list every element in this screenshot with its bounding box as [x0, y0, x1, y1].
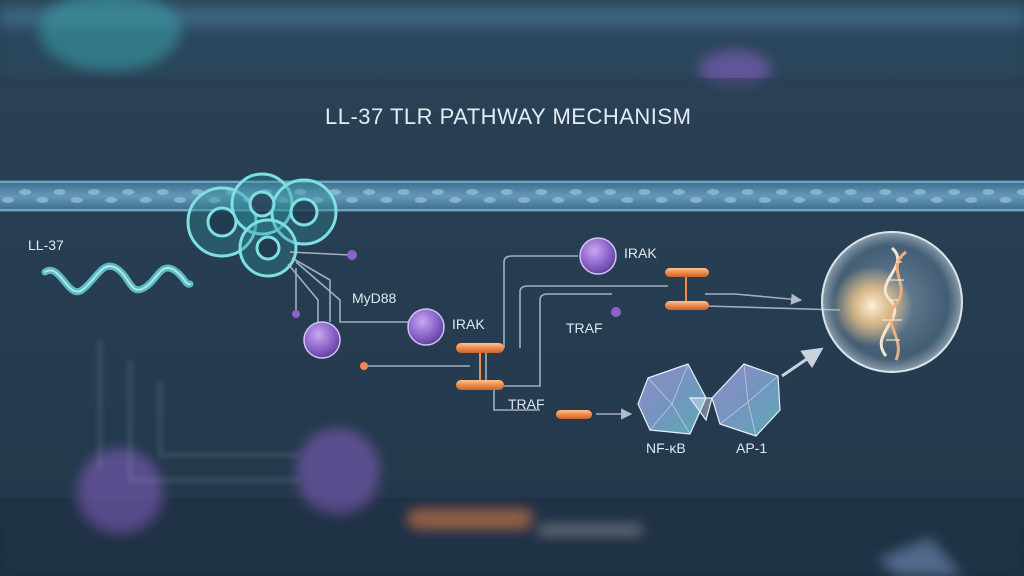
membrane-lipid	[2, 197, 14, 203]
membrane-lipid	[724, 197, 737, 203]
arrow-to-nucleus	[781, 347, 824, 378]
label-nfkb: NF-κB	[646, 440, 686, 456]
label-irak-upper: IRAK	[624, 245, 657, 261]
membrane-lipid	[380, 197, 393, 203]
membrane-lipid	[294, 189, 307, 195]
membrane-lipid	[965, 197, 978, 203]
membrane-lipid	[535, 189, 548, 195]
membrane-lipid	[879, 189, 892, 195]
membrane-lipid	[552, 197, 565, 203]
kinase-bar-2	[456, 380, 504, 390]
membrane-lipid	[277, 197, 290, 203]
dna-strand-2	[889, 250, 907, 361]
blurred-bottom-band	[0, 428, 1024, 576]
membrane-lipid	[604, 189, 616, 195]
label-traf-lower: TRAF	[508, 396, 545, 412]
irak-molecule-lower	[407, 308, 445, 346]
membrane-lipid	[862, 197, 874, 203]
small-node-1	[347, 250, 357, 260]
membrane-lipid	[690, 197, 702, 203]
membrane-lipid	[621, 197, 634, 203]
membrane-lipid	[1016, 189, 1024, 195]
kinase-bar-4	[665, 301, 709, 310]
membrane-lipid	[999, 197, 1012, 203]
membrane-lipid	[741, 189, 754, 195]
label-traf-mid: TRAF	[566, 320, 603, 336]
pathway-connectors	[365, 255, 841, 420]
label-myd88: MyD88	[352, 290, 397, 306]
membrane-lipid	[70, 197, 83, 203]
receptor-connectors	[287, 251, 420, 330]
complex-facets	[647, 363, 779, 437]
membrane-lipid	[586, 197, 599, 203]
membrane-lipid	[53, 189, 66, 195]
nucleus	[821, 231, 963, 373]
small-node-2	[292, 310, 300, 318]
membrane-lipid	[948, 189, 960, 195]
membrane-lipid	[397, 189, 410, 195]
myd88-molecule	[303, 321, 341, 359]
small-node-4	[611, 307, 621, 317]
membrane-lipid	[139, 197, 152, 203]
membrane-lipid	[776, 189, 788, 195]
membrane-lipid	[500, 189, 513, 195]
membrane-lipid	[793, 197, 806, 203]
membrane-lipid	[655, 197, 668, 203]
membrane-lipid	[483, 197, 496, 203]
membrane-lipid	[208, 197, 221, 203]
membrane-lipid	[432, 189, 444, 195]
ll37-helix-highlight	[44, 265, 191, 293]
membrane-lipid	[449, 197, 462, 203]
cell-membrane	[0, 180, 1024, 212]
diagram-title: LL-37 TLR PATHWAY MECHANISM	[325, 104, 692, 129]
kinase-bar-3	[665, 268, 709, 277]
membrane-lipid	[122, 189, 135, 195]
blurred-lower-left-lines	[99, 340, 300, 481]
membrane-lipid	[36, 197, 49, 203]
membrane-lipid	[414, 197, 427, 203]
membrane-lipid	[363, 189, 376, 195]
membrane-lipid	[707, 189, 720, 195]
membrane-lipid	[569, 189, 582, 195]
blurred-top-band	[0, 0, 1024, 88]
label-ap1: AP-1	[736, 440, 768, 456]
membrane-lipid	[896, 197, 909, 203]
membrane-lipid	[466, 189, 479, 195]
label-irak-lower: IRAK	[452, 316, 485, 332]
kinase-bar-5	[556, 410, 592, 419]
irak-molecule-upper	[579, 237, 617, 275]
tlr-receptor	[186, 172, 338, 278]
membrane-lipid	[311, 197, 324, 203]
membrane-lipid	[174, 197, 186, 203]
membrane-lipid	[518, 197, 530, 203]
membrane-lipid	[913, 189, 926, 195]
membrane-lipid	[758, 197, 771, 203]
membrane-lipid	[930, 197, 943, 203]
membrane-lipid	[982, 189, 995, 195]
membrane-lipid	[810, 189, 823, 195]
membrane-lipid	[346, 197, 358, 203]
membrane-lipid	[19, 189, 32, 195]
membrane-lipid	[191, 189, 204, 195]
membrane-lipid	[672, 189, 685, 195]
membrane-lipid	[844, 189, 857, 195]
membrane-lipid	[827, 197, 840, 203]
label-ll37: LL-37	[28, 237, 64, 253]
membrane-lipid	[638, 189, 651, 195]
membrane-lipid	[105, 197, 118, 203]
small-node-3	[360, 362, 368, 370]
membrane-lipid	[88, 189, 100, 195]
kinase-bar-1	[456, 343, 504, 353]
membrane-lipid	[156, 189, 169, 195]
